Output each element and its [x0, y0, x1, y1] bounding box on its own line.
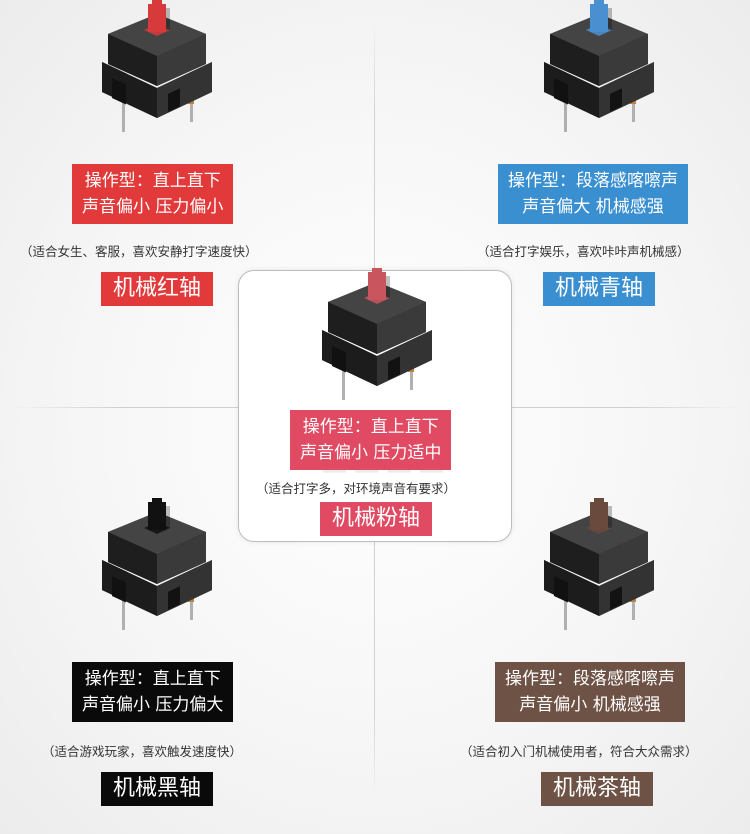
black-switch-image [82, 498, 232, 638]
black-spec-line2: 声音偏小 压力偏大 [82, 695, 224, 715]
red-spec-line1: 操作型：直上直下 [84, 171, 221, 191]
brown-switch-image [524, 498, 674, 638]
blue-switch-image [524, 0, 674, 140]
black-note: （适合游戏玩家，喜欢触发速度快） [42, 744, 243, 759]
blue-note: （适合打字娱乐，喜欢咔咔声机械感） [477, 244, 690, 259]
red-title: 机械红轴 [101, 272, 214, 306]
red-spec-line2: 声音偏小 压力偏小 [82, 197, 224, 217]
pink-switch-image [302, 268, 452, 408]
red-note: （适合女生、客服，喜欢安静打字速度快） [20, 244, 258, 259]
red-switch-image [82, 0, 232, 140]
brown-spec-box: 操作型：段落感喀嚓声 声音偏小 机械感强 [495, 662, 685, 722]
black-spec-line1: 操作型：直上直下 [84, 669, 221, 689]
pink-spec-line2: 声音偏小 压力适中 [300, 443, 442, 463]
brown-spec-line1: 操作型：段落感喀嚓声 [505, 669, 675, 689]
blue-spec-line2: 声音偏大 机械感强 [522, 197, 664, 217]
red-spec-box: 操作型：直上直下 声音偏小 压力偏小 [72, 164, 234, 224]
brown-note: （适合初入门机械使用者，符合大众需求） [460, 744, 698, 759]
blue-spec-box: 操作型：段落感喀嚓声 声音偏大 机械感强 [498, 164, 688, 224]
blue-title: 机械青轴 [543, 272, 656, 306]
blue-spec-line1: 操作型：段落感喀嚓声 [508, 171, 678, 191]
brown-title: 机械茶轴 [541, 772, 654, 806]
pink-spec-box: 操作型：直上直下 声音偏小 压力适中 [290, 410, 452, 470]
black-spec-box: 操作型：直上直下 声音偏小 压力偏大 [72, 662, 234, 722]
black-title: 机械黑轴 [101, 772, 214, 806]
pink-title: 机械粉轴 [320, 502, 433, 536]
pink-note: （适合打字多，对环境声音有要求） [256, 481, 457, 496]
pink-spec-line1: 操作型：直上直下 [302, 417, 439, 437]
brown-spec-line2: 声音偏小 机械感强 [519, 695, 661, 715]
